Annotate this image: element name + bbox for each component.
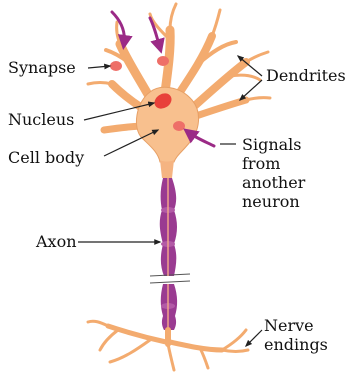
label-synapse: Synapse bbox=[8, 58, 76, 77]
label-nerve-group: Nerve endings bbox=[264, 316, 328, 354]
dendrite-upper-right bbox=[178, 36, 212, 95]
dendrite-right-long-tip bbox=[246, 52, 268, 62]
terminal-left-low bbox=[110, 340, 150, 362]
synapse-body bbox=[173, 121, 185, 131]
label-signals-line-1: Signals bbox=[242, 135, 305, 154]
label-nucleus: Nucleus bbox=[8, 110, 74, 129]
label-cell-body: Cell body bbox=[8, 148, 84, 167]
leader-synapse bbox=[88, 66, 110, 68]
dendrite-upper-left bbox=[120, 44, 150, 98]
label-nerve-line-2: endings bbox=[264, 335, 328, 354]
dendrite-lower-right-tip bbox=[246, 98, 270, 100]
terminal-right-tip-a bbox=[222, 330, 246, 350]
dendrite-left bbox=[112, 84, 142, 108]
dendrite-left-tip bbox=[88, 83, 112, 85]
dendrite-top-twig-a bbox=[170, 4, 176, 30]
terminal-mid bbox=[168, 344, 174, 370]
synapse-left bbox=[110, 61, 122, 71]
terminal-left-tip-b bbox=[100, 330, 118, 350]
label-signals-group: Signals from another neuron bbox=[242, 135, 305, 211]
axon-hillock bbox=[160, 160, 174, 178]
axon-shape bbox=[150, 160, 190, 332]
terminal-right bbox=[170, 342, 222, 350]
dendrite-upper-right-tip bbox=[212, 10, 220, 36]
dendrite-right-long-twig bbox=[230, 75, 260, 80]
label-signals-line-2: from bbox=[242, 154, 305, 173]
terminal-left-tip-a bbox=[88, 321, 108, 326]
terminal-left bbox=[108, 326, 166, 342]
synapse-top bbox=[157, 56, 169, 66]
leader-nerve bbox=[246, 330, 262, 346]
label-axon: Axon bbox=[36, 232, 77, 251]
label-signals-line-4: neuron bbox=[242, 192, 305, 211]
label-signals-line-3: another bbox=[242, 173, 305, 192]
terminal-right-tip-b bbox=[222, 350, 248, 352]
label-nerve-line-1: Nerve bbox=[264, 316, 328, 335]
axon-break-line-2 bbox=[150, 281, 190, 283]
label-dendrites: Dendrites bbox=[266, 66, 346, 85]
nerve-endings bbox=[88, 321, 248, 370]
